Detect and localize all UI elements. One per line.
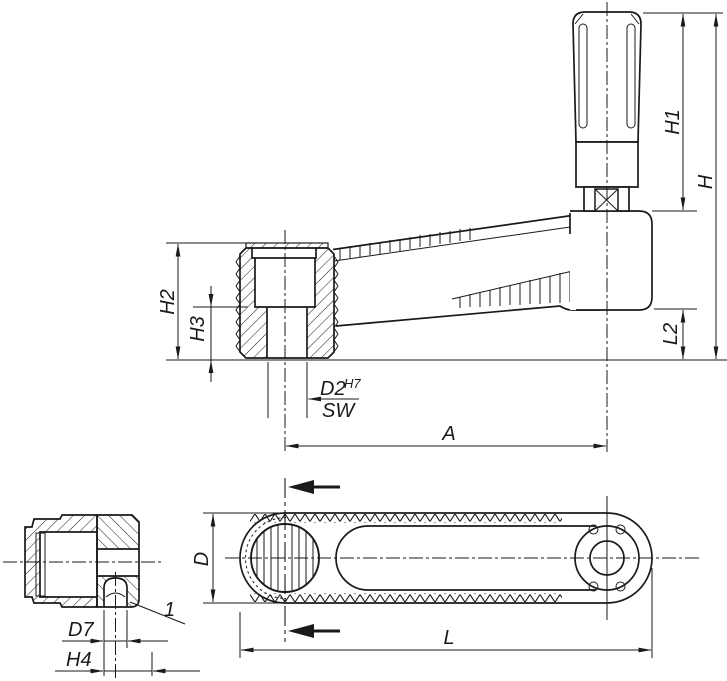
hub-top-knurl-band: [245, 242, 329, 249]
crank-arm: [332, 212, 600, 327]
hub-right-knurl-edge: [333, 255, 339, 353]
dim-label-sw: SW: [322, 400, 356, 422]
dim-label-l2: L2: [660, 323, 682, 345]
dim-label-l: L: [443, 627, 454, 649]
dimensions-plan-view: D L: [191, 512, 653, 658]
grip-groove-right: [626, 23, 636, 129]
dim-label-h3: H3: [187, 316, 209, 342]
dim-label-h7: H7: [344, 376, 361, 391]
set-screw-tip: [105, 592, 126, 598]
dim-label-d: D: [191, 552, 213, 566]
hub-section: [235, 242, 339, 359]
dim-label-d2: D2: [320, 378, 346, 400]
dim-h1: H1: [652, 13, 697, 212]
cap-inner-face: [35, 532, 46, 597]
dim-h4: H4: [55, 649, 200, 676]
section-cut-indicator: [284, 478, 340, 642]
dim-d: D: [191, 512, 283, 604]
section-arrow-bottom: [288, 624, 314, 638]
dim-label-d7: D7: [68, 619, 94, 641]
dim-d2-sw-callout: D2 H7 SW: [267, 362, 361, 422]
dim-l2: L2: [654, 308, 697, 360]
dim-a: A: [285, 423, 607, 449]
dim-label-a: A: [441, 423, 455, 445]
dim-d7: D7: [62, 610, 168, 676]
side-view: [166, 2, 727, 452]
dimensions-section-view: D7 H4 1: [55, 599, 200, 676]
dim-label-h2: H2: [157, 289, 179, 315]
dim-label-h4: H4: [66, 649, 92, 671]
grip-groove-left: [578, 23, 588, 129]
dim-label-h: H: [695, 174, 717, 189]
dimensions-side-view: H2 H3 H1 H L2: [157, 12, 723, 449]
dim-h: H: [695, 13, 719, 360]
section-arrow-top: [288, 480, 314, 494]
dim-l: L: [239, 568, 653, 658]
dim-h3: H3: [187, 286, 248, 382]
dim-h2: H2: [157, 242, 246, 360]
hub-left-knurl-edge: [235, 255, 241, 353]
dim-label-h1: H1: [662, 109, 684, 135]
plan-view: [225, 478, 702, 642]
ref-leader-1: 1: [129, 599, 186, 625]
arm-top-knurl: [339, 228, 471, 260]
arm-end-boss: [569, 210, 653, 311]
ref-label-1: 1: [164, 599, 175, 621]
knurl-arc-left: [245, 517, 287, 599]
knurl-teeth-top: [250, 514, 562, 523]
knurl-teeth-bottom: [250, 593, 562, 602]
